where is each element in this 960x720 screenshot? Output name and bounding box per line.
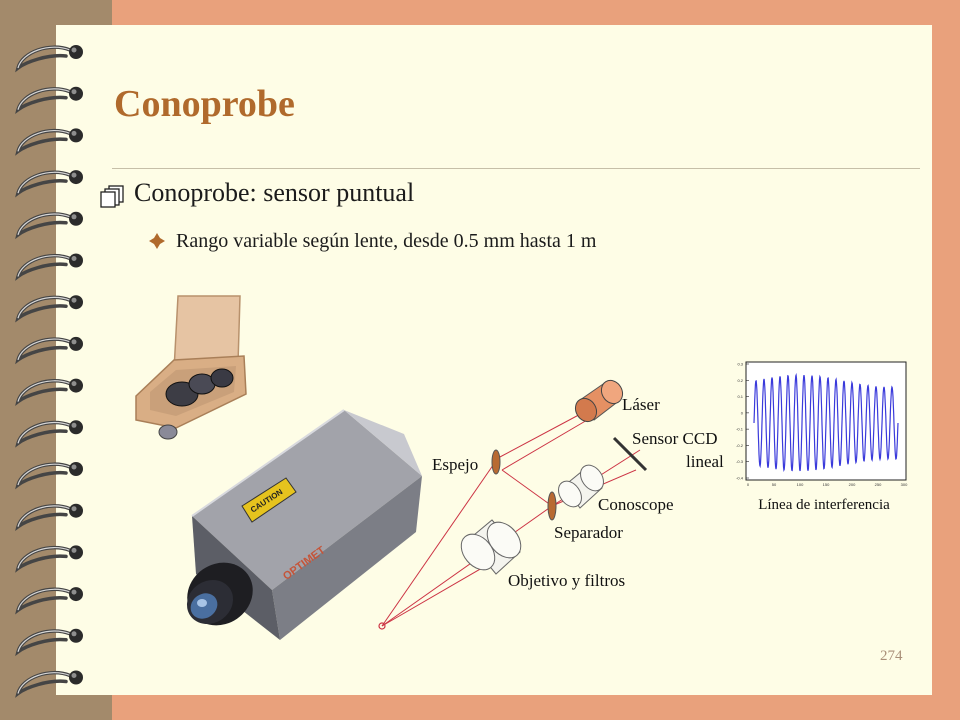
spiral-ring-icon: [15, 253, 83, 281]
title-divider: [112, 168, 920, 169]
splitter-shape: [547, 491, 557, 521]
spiral-ring-icon: [15, 128, 83, 156]
sensor-label-line2: lineal: [686, 452, 724, 471]
y-tick-label: -0.4: [736, 476, 744, 481]
focus-point-icon: [378, 622, 386, 630]
y-tick-label: 0.3: [737, 362, 743, 367]
page-number: 274: [880, 648, 903, 664]
laser-label: Láser: [622, 395, 660, 414]
x-tick-label: 0: [747, 482, 750, 487]
conoprobe-camera-photo: CAUTION OPTIMET: [186, 409, 422, 640]
spiral-ring-icon: [15, 462, 83, 490]
conoscope-label: Conoscope: [598, 495, 674, 514]
conoscope-shape: [558, 464, 604, 509]
bullet-level2-text: Rango variable según lente, desde 0.5 mm…: [176, 230, 597, 252]
spiral-ring-icon: [15, 587, 83, 615]
slide-title: Conoprobe: [114, 83, 295, 125]
objective-label: Objetivo y filtros: [508, 571, 625, 590]
interference-caption: Línea de interferencia: [758, 497, 890, 513]
x-tick-label: 50: [772, 482, 777, 487]
spiral-ring-icon: [15, 503, 83, 532]
notepad-bullet-icon: [100, 185, 124, 208]
diamond-bullet-icon: [149, 233, 165, 249]
y-tick-label: 0: [741, 410, 744, 415]
ccd-sensor-shape: [612, 436, 648, 472]
spiral-ring-icon: [15, 670, 83, 698]
sensor-label-line1: Sensor CCD: [632, 429, 717, 448]
objective-lens-shape: [460, 519, 522, 575]
spiral-ring-icon: [15, 295, 83, 323]
spiral-ring-icon: [15, 336, 83, 365]
spiral-ring-icon: [15, 420, 83, 448]
interference-signal: [753, 372, 899, 473]
lens-box-photo: [135, 295, 247, 440]
interference-plot: 0.3 0.2 0.1 0 -0.1 -0.2 -0.3 -0.4 0 50 100 150 200 2…: [736, 361, 908, 513]
mirror-shape: [491, 449, 501, 475]
spiral-ring-icon: [15, 45, 83, 73]
y-tick-label: -0.2: [736, 443, 744, 448]
y-tick-label: -0.1: [736, 427, 744, 432]
laser-shape: [574, 379, 624, 423]
x-tick-label: 200: [849, 482, 856, 487]
x-tick-label: 150: [823, 482, 830, 487]
y-tick-label: 0.1: [737, 394, 743, 399]
spiral-rings: [15, 45, 83, 698]
mirror-label: Espejo: [432, 455, 478, 474]
x-tick-label: 100: [797, 482, 804, 487]
x-tick-label: 250: [875, 482, 882, 487]
bullet-level1-text: Conoprobe: sensor puntual: [134, 178, 415, 207]
spiral-ring-icon: [15, 628, 83, 657]
spiral-ring-icon: [15, 545, 83, 573]
spiral-ring-icon: [15, 378, 83, 406]
optical-diagram: Láser Espejo Sensor CCD lineal Conoscope…: [378, 379, 724, 630]
spiral-ring-icon: [15, 86, 83, 115]
x-tick-label: 300: [901, 482, 908, 487]
y-tick-label: 0.2: [737, 378, 743, 383]
splitter-label: Separador: [554, 523, 623, 542]
y-tick-label: -0.3: [736, 459, 744, 464]
spiral-ring-icon: [15, 211, 83, 240]
spiral-ring-icon: [15, 170, 83, 198]
